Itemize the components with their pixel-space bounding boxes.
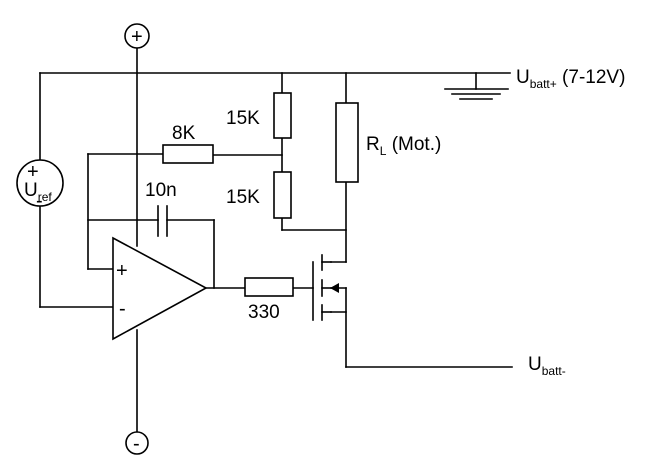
vref-label: Uref bbox=[24, 180, 52, 204]
positive-supply-sign: + bbox=[131, 26, 143, 48]
resistor-load bbox=[335, 102, 359, 183]
opamp-triangle bbox=[112, 236, 208, 341]
resistor-330-label: 330 bbox=[248, 302, 280, 323]
negative-supply-sign: - bbox=[133, 433, 140, 455]
resistor-330 bbox=[244, 277, 294, 297]
resistor-15k-top bbox=[273, 92, 292, 139]
vref-plus-sign: + bbox=[27, 161, 39, 183]
vref-minus-sign: - bbox=[36, 190, 43, 212]
positive-supply-terminal bbox=[124, 23, 150, 49]
vref-source-circle bbox=[16, 159, 64, 207]
capacitor-10n bbox=[157, 205, 168, 237]
mosfet bbox=[312, 254, 339, 321]
load-label: RL (Mot.) bbox=[366, 134, 441, 158]
resistor-8k-label: 8K bbox=[172, 123, 196, 144]
ground-icon bbox=[444, 72, 509, 100]
opamp-plus-label: + bbox=[116, 260, 128, 282]
resistor-15k-bottom bbox=[273, 171, 292, 219]
mosfet-arrow bbox=[330, 283, 339, 293]
opamp-minus-label: - bbox=[119, 298, 126, 320]
vbatt-pos-label: Ubatt+ (7-12V) bbox=[516, 67, 625, 91]
resistor-15k-bottom-label: 15K bbox=[226, 187, 260, 208]
resistor-15k-top-label: 15K bbox=[226, 108, 260, 129]
resistor-8k bbox=[162, 144, 214, 164]
wires bbox=[39, 47, 513, 433]
vbatt-neg-label: Ubatt- bbox=[528, 354, 566, 378]
negative-supply-terminal bbox=[125, 431, 149, 455]
capacitor-10n-label: 10n bbox=[145, 180, 177, 201]
